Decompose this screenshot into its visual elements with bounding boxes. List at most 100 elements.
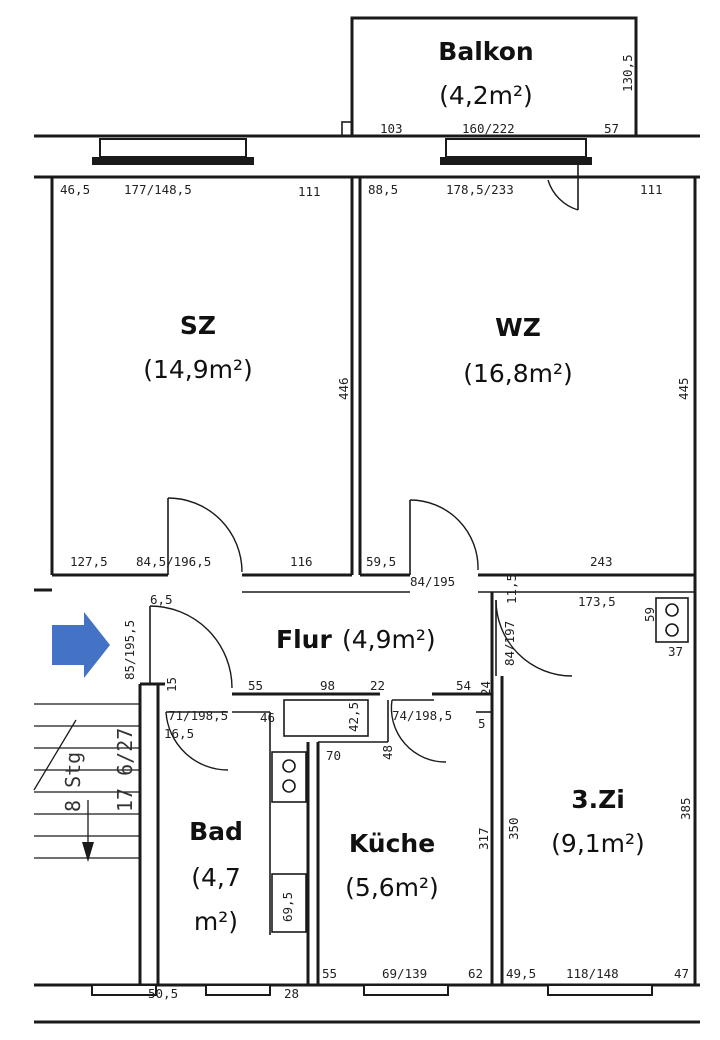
room-area-bad-line2: m²) [194,907,238,936]
toilet-icon [271,873,307,933]
entry-arrow-icon [52,612,110,678]
stove-icon [655,597,689,643]
shaft [283,699,369,737]
room-area-wz: (16,8m²) [463,359,573,388]
dim-sz-door: 84,5/196,5 [136,554,211,569]
sink-drain-icon [282,779,296,793]
room-name-sz: SZ [180,311,216,340]
room-area-balkon: (4,2m²) [439,81,533,110]
dim-kueche-bottom-right: 62 [468,966,483,981]
fixtures [271,597,689,933]
entry-door-swing [149,605,233,689]
dim-flur-42: 42,5 [346,702,361,732]
sz-window-sill [92,157,254,165]
sz-window [99,138,247,158]
dim-flur-24: 24 [478,681,493,696]
zi3-window [547,984,653,996]
dimension-labels: 103 160/222 57 130,5 46,5 177/148,5 111 … [60,54,693,1001]
room-area-sz: (14,9m²) [143,355,253,384]
stair-window [91,984,157,996]
dim-sz-height: 446 [336,377,351,400]
dim-flur-22: 22 [370,678,385,693]
dim-wz-top-left: 88,5 [368,182,398,197]
dim-flur-48: 48 [380,745,395,760]
stair-label-steps: 17 6/27 [113,728,137,812]
room-name-kueche: Küche [349,829,435,858]
stair-label-count: 8 Stg [61,752,85,812]
dim-zi3-small: 59 [642,607,657,622]
dim-sz-bottom-right: 116 [290,554,313,569]
dim-bad-16: 16,5 [164,726,194,741]
dim-zi3-height2: 350 [506,817,521,840]
dim-zi3-height: 385 [678,797,693,820]
dim-sz-top-left: 46,5 [60,182,90,197]
balcony-door-swing [547,179,579,211]
dim-kueche-70: 70 [326,748,341,763]
dim-bad-46: 46 [260,710,275,725]
balcony [341,16,638,137]
sink-icon [271,751,307,803]
stove-burner-icon [665,603,679,617]
room-name-flur: Flur [276,625,332,654]
room-name-balkon: Balkon [438,37,533,66]
room-labels: Balkon (4,2m²) SZ (14,9m²) WZ (16,8m²) F… [143,37,645,936]
dim-wz-door: 84/195 [410,574,455,589]
dim-balkon-left: 103 [380,121,403,136]
room-name-bad: Bad [189,817,243,846]
kueche-door-swing [390,699,447,763]
wz-window [445,138,587,158]
room-area-bad-line1: (4,7 [191,863,241,892]
zi3-door-swing [495,599,573,677]
staircase [34,703,140,859]
sink-drain-icon [282,759,296,773]
wz-door-swing [409,499,479,571]
dim-balkon-height: 130,5 [620,54,635,92]
dim-zi3-door: 84/197 [502,621,517,666]
balcony-railing [350,16,638,136]
dim-flur-54: 54 [456,678,471,693]
dim-balkon-door: 160/222 [462,121,515,136]
wz-window-sill [440,157,592,165]
dim-wz-top-right: 111 [640,182,663,197]
stove-burner-icon [665,623,679,637]
room-area-kueche: (5,6m²) [345,873,439,902]
stair-cut-line [33,719,77,791]
dim-kueche-bottom-left: 55 [322,966,337,981]
dim-sz-window: 177/148,5 [124,182,192,197]
dim-zi3-window: 118/148 [566,966,619,981]
dim-flur-55: 55 [248,678,263,693]
bad-door-swing [165,711,229,771]
windows-top [92,138,592,165]
stair-arrow-head-icon [82,842,94,862]
dim-zi3-small2: 37 [668,644,683,659]
dim-sz-top-right: 111 [298,184,321,199]
dim-wz-bottom-left: 59,5 [366,554,396,569]
room-area-zi3: (9,1m²) [551,829,645,858]
dim-balkon-right: 57 [604,121,619,136]
room-name-wz: WZ [495,313,541,342]
room-area-flur: (4,9m²) [342,625,436,654]
dim-wz-window: 178,5/233 [446,182,514,197]
dim-kueche-5: 5 [478,716,486,731]
dim-flur-15: 15 [164,677,179,692]
dim-zi3-bottom-right: 47 [674,966,689,981]
windows-bottom [91,984,653,996]
room-name-zi3: 3.Zi [571,785,625,814]
dim-bad-28: 28 [284,986,299,1001]
dim-wz-height: 445 [676,377,691,400]
dim-kueche-window: 69/139 [382,966,427,981]
dim-entry-door: 85/195,5 [122,620,137,680]
dim-zi3-top: 173,5 [578,594,616,609]
dim-kueche-height: 317 [476,827,491,850]
dim-bad-door: 71/198,5 [168,708,228,723]
dim-flur-98: 98 [320,678,335,693]
dim-sz-bottom-left: 127,5 [70,554,108,569]
sz-door-swing [167,497,243,573]
dim-wz-bottom-right: 243 [590,554,613,569]
doors [149,165,579,771]
dim-bad-69: 69,5 [280,892,295,922]
bad-window [205,984,271,996]
dim-bad-bottom: 50,5 [148,986,178,1001]
interior-walls [52,177,695,985]
dim-kueche-door: 74/198,5 [392,708,452,723]
